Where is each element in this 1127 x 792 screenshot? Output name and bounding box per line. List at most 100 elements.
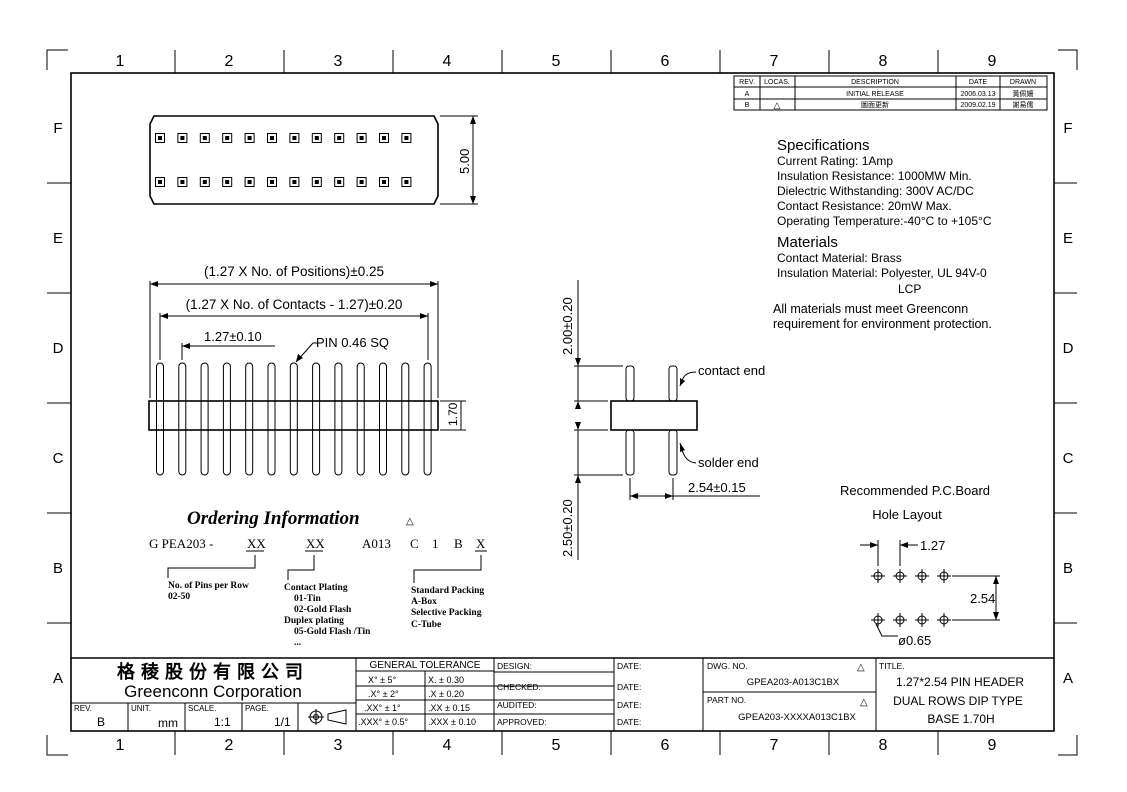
rev-cell: A [745,91,750,98]
unit-label: UNIT. [131,704,151,713]
plating-line: 05-Gold Flash /Tin [294,627,371,637]
material-note: All materials must meet Greenconn [773,302,968,316]
pin [312,362,321,476]
column-labels-bottom: 1 2 3 4 5 6 7 8 9 [116,737,997,754]
row-label: B [1063,560,1073,577]
tolerance-cell: .XXX ± 0.10 [428,717,476,727]
approval-label: APPROVED: [497,717,547,727]
hole-square-icon [199,177,210,187]
rev-header: DRAWN [1010,79,1036,86]
row-label: F [53,120,62,137]
title-label: TITLE. [879,661,905,671]
plating-line: ... [294,638,301,648]
pin [222,362,231,476]
row-label: C [1063,450,1074,467]
row-label: E [1063,230,1073,247]
rev-cell: 謝易儒 [1013,100,1034,109]
hole-square-icon [244,177,255,187]
revision-triangle-icon: △ [857,662,865,673]
hole-square-icon [155,177,165,187]
ordering-title: Ordering Information [187,508,360,529]
order-code-part: B [454,536,463,551]
hole-square-icon [244,133,255,143]
pin [401,362,410,476]
rev-cell: 2006.03.13 [960,91,995,98]
top-view-holes [155,133,412,187]
revision-table: REV. LOCAS. DESCRIPTION DATE DRAWN A INI… [733,75,1048,111]
dim-pitch: 1.27±0.10 [204,329,262,344]
page-label: PAGE. [245,704,269,713]
col-label: 3 [334,53,343,70]
rev-header: DESCRIPTION [851,79,899,86]
front-view: (1.27 X No. of Positions)±0.25 (1.27 X N… [148,264,466,476]
rev-cell: △ [774,100,781,110]
col-label: 6 [661,53,670,70]
rev-header: LOCAS. [764,79,790,86]
spec-line: Insulation Resistance: 1000MW Min. [777,169,972,183]
pcb-hole [893,613,907,627]
order-code-part: 1 [432,536,439,551]
drawing-border [46,49,1078,756]
rev-cell: 2009.02.19 [960,102,995,109]
packing-line: A-Box [411,597,437,607]
col-label: 4 [443,53,452,70]
pins-line: No. of Pins per Row [168,581,249,591]
hole-square-icon [177,177,188,187]
pcb-hole [871,613,885,627]
company-name-cn: 格稜股份有限公司 [117,661,309,682]
order-code-part: XX [247,536,266,551]
pcb-hole [937,569,951,583]
materials-title: Materials [777,234,838,251]
date-label: DATE: [617,661,641,671]
front-view-pins [156,362,432,476]
approval-label: AUDITED: [497,700,537,710]
tolerance-cell: .X° ± 2° [368,689,399,699]
title-line: BASE 1.70H [927,712,994,726]
title-line: 1.27*2.54 PIN HEADER [896,675,1024,689]
unit-value: mm [158,716,178,730]
dwg-no-label: DWG. NO. [707,661,748,671]
row-label: D [53,340,64,357]
col-label: 9 [988,53,997,70]
packing-line: Standard Packing [411,586,484,596]
specifications-title: Specifications [777,137,870,154]
pcb-dim-row: 2.54 [970,591,995,606]
top-view: 5.00 [149,115,478,205]
pin [245,362,254,476]
pins-line: 02-50 [168,592,190,602]
hole-square-icon [311,133,322,143]
rev-header: REV. [739,79,755,86]
date-label: DATE: [617,717,641,727]
row-label: A [1063,670,1073,687]
hole-square-icon [267,133,277,143]
rev-value: B [97,715,105,729]
title-line: DUAL ROWS DIP TYPE [893,694,1023,708]
pcb-hole-layout: Recommended P.C.Board Hole Layout 1.27 2… [840,483,1000,648]
tolerance-title: GENERAL TOLERANCE [370,660,481,671]
order-code-part: G PEA203 - [149,536,213,551]
order-code-part: C [410,536,419,551]
packing-line: Selective Packing [411,608,482,618]
row-label: B [53,560,63,577]
material-line: Insulation Material: Polyester, UL 94V-0 [777,266,987,280]
hole-square-icon [379,177,389,187]
pin [379,362,387,476]
dim-base-height: 1.70 [446,402,460,426]
hole-square-icon [267,177,277,187]
pcb-hole [937,613,951,627]
title-block: 格稜股份有限公司 Greenconn Corporation REV. UNIT… [71,657,1054,731]
date-label: DATE: [617,682,641,692]
pcb-subtitle: Hole Layout [872,507,942,522]
col-label: 1 [116,737,125,754]
side-view: 2.00±0.20 2.50±0.20 2.54±0.15 contact en… [560,280,765,560]
hole-square-icon [222,177,233,187]
dim-contact-length: 2.00±0.20 [560,297,575,355]
solder-end-label: solder end [698,455,759,470]
revision-triangle-icon: △ [406,516,414,527]
material-note: requirement for environment protection. [773,317,992,331]
part-no-label: PART NO. [707,695,746,705]
material-line: LCP [898,282,921,296]
pcb-title: Recommended P.C.Board [840,483,990,498]
packing-line: C-Tube [411,620,441,630]
pcb-holes [871,569,951,627]
